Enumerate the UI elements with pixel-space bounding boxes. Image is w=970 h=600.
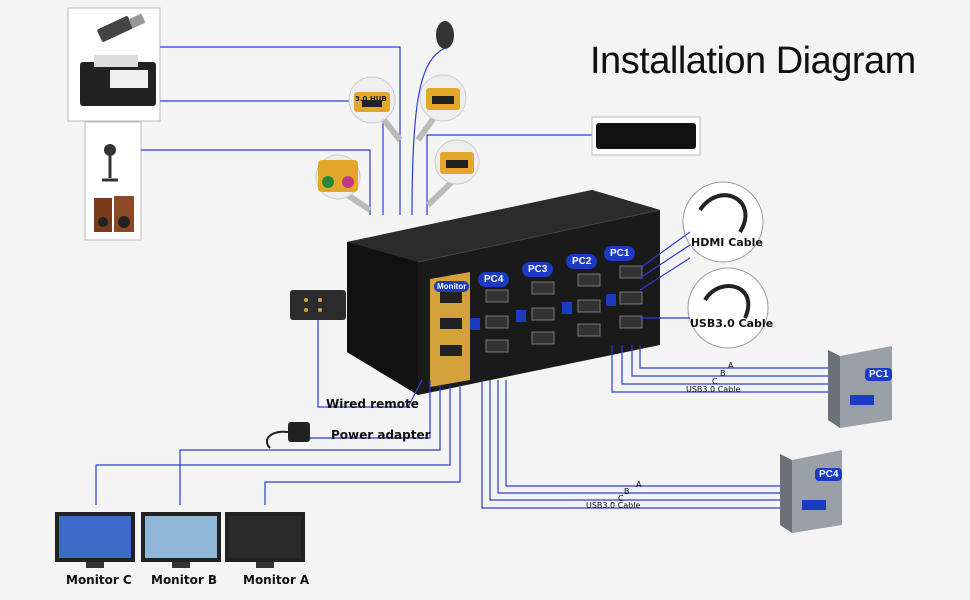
switch-ports <box>440 265 643 356</box>
hdmi-cable-label: HDMI Cable <box>691 236 763 249</box>
pc3-switch-label: PC3 <box>522 262 554 277</box>
monitor-b-icon <box>141 512 221 568</box>
printer-icon <box>80 55 156 106</box>
hdmi-cable-icon <box>682 181 764 263</box>
pc1-tower-icon <box>828 346 892 428</box>
pc4-wires <box>481 380 780 509</box>
pc2-switch-label: PC2 <box>566 254 598 269</box>
pc4-switch-label: PC4 <box>478 272 510 287</box>
speakers-icon <box>94 196 134 232</box>
mouse-icon <box>436 21 454 49</box>
monitor-switch-label: Monitor <box>434 281 470 292</box>
pc1-wire-c: C <box>712 377 718 386</box>
usb-hub-label: 3.0 HUB <box>355 95 387 103</box>
keyboard-icon <box>591 116 701 156</box>
pc4-wire-c: C <box>618 494 624 503</box>
monitor-a-label: Monitor A <box>243 573 310 587</box>
usb-cable-icon <box>687 267 769 349</box>
pc4-tower-icon <box>780 450 842 533</box>
power-adapter-label: Power adapter <box>331 428 431 442</box>
page-title: Installation Diagram <box>590 40 916 82</box>
pc4-wire-b: B <box>624 487 630 496</box>
usb-cable-label: USB3.0 Cable <box>690 317 774 330</box>
wired-remote-device <box>290 290 346 320</box>
monitor-a-icon <box>225 512 305 568</box>
pc1-label: PC1 <box>865 368 893 381</box>
usb-port-zoom-icon <box>415 74 467 142</box>
monitor-c-label: Monitor C <box>66 573 132 587</box>
pc1-wire-usb: USB3.0 Cable <box>686 385 741 394</box>
usb-hub-zoom-icon <box>348 76 403 142</box>
pc4-wire-usb: USB3.0 Cable <box>586 501 641 510</box>
microphone-icon <box>102 144 118 182</box>
usb-drive-icon <box>97 13 146 42</box>
pc1-switch-label: PC1 <box>604 246 636 261</box>
pc1-wires <box>611 345 830 393</box>
monitor-c-icon <box>55 512 135 568</box>
pc1-wire-b: B <box>720 369 726 378</box>
pc4-label: PC4 <box>815 468 843 481</box>
pc1-wire-a: A <box>728 361 734 370</box>
monitor-b-label: Monitor B <box>151 573 218 587</box>
power-adapter-icon <box>265 422 310 449</box>
pc4-wire-a: A <box>636 480 642 489</box>
wired-remote-label: Wired remote <box>326 397 419 411</box>
audio-port-zoom-icon <box>315 154 372 213</box>
keyboard-port-zoom-icon <box>425 139 480 208</box>
